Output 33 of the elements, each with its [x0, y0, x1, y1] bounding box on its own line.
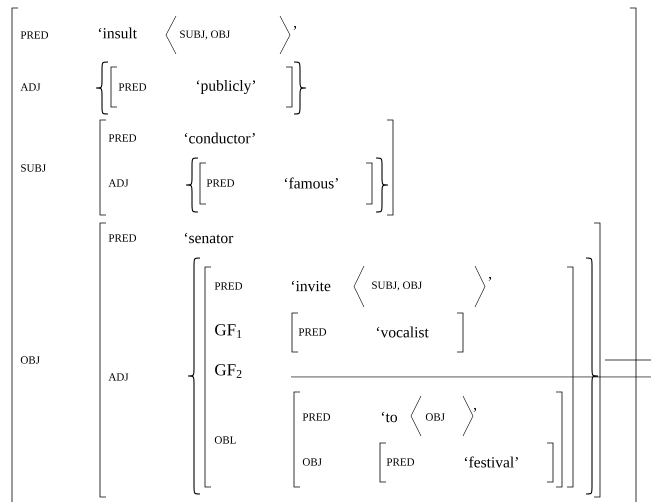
attribute-label: ADJ — [20, 83, 40, 91]
attribute-label: OBL — [214, 436, 236, 444]
value-text: ‘insult — [98, 28, 137, 38]
attribute-label: OBJ — [426, 413, 445, 421]
attribute-label: SUBJ, OBJ — [180, 30, 230, 40]
value-text: ‘publicly’ — [196, 80, 256, 94]
attribute-label: GF$_{2}$ — [215, 364, 242, 378]
attribute-label: PRED — [214, 282, 242, 290]
attribute-label: OBJ — [302, 458, 322, 466]
value-text: ‘invite — [292, 280, 330, 292]
value-text: ‘festival’ — [464, 456, 518, 468]
attribute-label: SUBJ — [21, 164, 46, 172]
attribute-label: PRED — [206, 179, 234, 187]
value-text: ‘conductor’ — [184, 132, 255, 144]
value-text: ’ — [474, 408, 476, 412]
value-text: ’ — [488, 276, 492, 281]
attribute-label: PRED — [386, 458, 414, 466]
value-text: ‘senator — [184, 232, 234, 244]
attribute-label: PRED — [20, 31, 48, 39]
attribute-label: OBJ — [20, 356, 40, 364]
value-text: ‘vocalist — [376, 326, 429, 338]
value-text: ‘to — [382, 412, 398, 422]
attribute-label: SUBJ, OBJ — [372, 282, 422, 290]
attribute-label: PRED — [302, 413, 330, 421]
attribute-label: ADJ — [108, 373, 128, 381]
attribute-label: PRED — [298, 328, 326, 336]
attribute-label: ADJ — [108, 179, 128, 187]
attribute-label: PRED — [108, 234, 136, 242]
attribute-label: PRED — [108, 134, 136, 142]
attribute-label: GF$_{1}$ — [215, 324, 242, 338]
value-text: ’ — [294, 26, 296, 30]
value-text: ‘famous’ — [284, 177, 338, 189]
attribute-label: PRED — [118, 83, 146, 91]
